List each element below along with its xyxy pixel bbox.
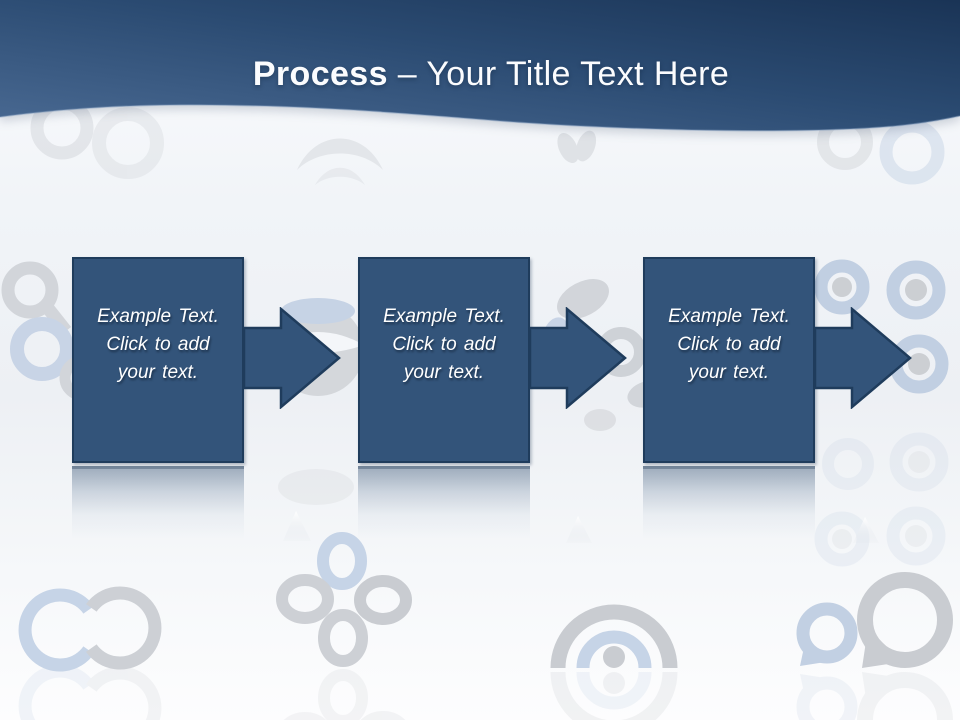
step-text: Example Text. Click to add your text. bbox=[360, 303, 528, 387]
droplets-icon bbox=[796, 572, 953, 668]
process-step-box-3[interactable]: Example Text. Click to add your text. bbox=[643, 257, 815, 463]
step-text-line: Example Text. bbox=[97, 306, 219, 327]
title-rest: Your Title Text Here bbox=[426, 55, 730, 93]
step-text-line: Click to add bbox=[106, 334, 210, 355]
slide-title[interactable]: Process – Your Title Text Here bbox=[0, 54, 960, 94]
flow-arrow-2[interactable] bbox=[529, 307, 627, 409]
step-text-line: Click to add bbox=[677, 334, 781, 355]
box-reflection bbox=[358, 466, 530, 540]
box-reflection bbox=[643, 466, 815, 540]
step-text-line: your text. bbox=[688, 362, 770, 383]
step-text-line: Example Text. bbox=[383, 306, 505, 327]
step-text-line: Example Text. bbox=[668, 306, 790, 327]
title-separator: – bbox=[397, 55, 418, 93]
step-text-line: your text. bbox=[117, 362, 199, 383]
step-text: Example Text. Click to add your text. bbox=[74, 303, 242, 387]
step-text-line: Click to add bbox=[392, 334, 496, 355]
infinity-icon bbox=[18, 586, 162, 672]
quatrefoil-knot-icon bbox=[276, 532, 412, 667]
process-step-box-1[interactable]: Example Text. Click to add your text. bbox=[72, 257, 244, 463]
step-text: Example Text. Click to add your text. bbox=[645, 303, 813, 387]
flow-arrow-3[interactable] bbox=[814, 307, 912, 409]
step-text-line: your text. bbox=[403, 362, 485, 383]
signal-arc-icon bbox=[550, 604, 678, 669]
title-emphasis: Process bbox=[252, 55, 388, 93]
process-step-box-2[interactable]: Example Text. Click to add your text. bbox=[358, 257, 530, 463]
flow-arrow-1[interactable] bbox=[243, 307, 341, 409]
box-reflection bbox=[72, 466, 244, 540]
